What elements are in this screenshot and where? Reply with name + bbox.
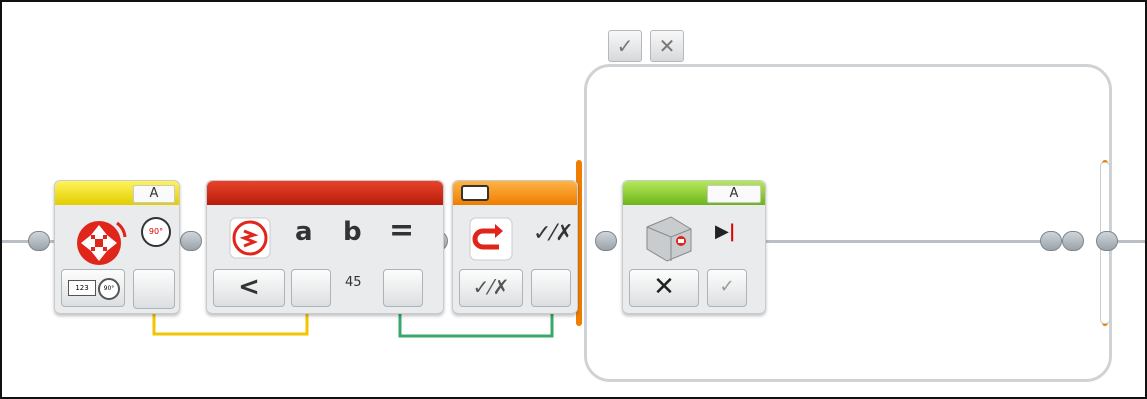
- close-icon: ✕: [658, 34, 676, 58]
- check-icon: ✓: [616, 34, 634, 58]
- input-a-label: a: [295, 217, 313, 247]
- logic-input-plug[interactable]: [531, 269, 571, 307]
- rotation-sensor-block[interactable]: A 90° 123 90°: [54, 180, 180, 314]
- switch-container[interactable]: [584, 64, 1112, 382]
- switch-true-tab[interactable]: ✓: [608, 30, 642, 62]
- compare-icon: [229, 217, 271, 259]
- rotation-sensor-icon: [77, 221, 127, 265]
- logic-output-plug[interactable]: ✓: [707, 269, 747, 307]
- sequence-connector[interactable]: [28, 231, 50, 251]
- numeric-data-wire: [398, 302, 554, 338]
- switch-false-tab[interactable]: ✕: [650, 30, 684, 62]
- result-output-label: ✓⁄✗: [533, 221, 574, 246]
- ruler-icon: 123: [68, 280, 96, 296]
- compare-type-button[interactable]: <: [213, 269, 285, 307]
- input-a-plug[interactable]: [291, 269, 331, 307]
- input-b-value[interactable]: 45: [345, 275, 362, 290]
- data-output-plug[interactable]: [133, 269, 175, 309]
- logic-data-wire: [152, 302, 309, 336]
- motor-block[interactable]: A ▶| ✕ ✓: [622, 180, 766, 314]
- sequence-connector[interactable]: [1062, 231, 1084, 251]
- input-b-label: b: [343, 217, 362, 247]
- mode-button[interactable]: ✓⁄✗: [459, 269, 523, 307]
- port-selector[interactable]: A: [133, 185, 175, 203]
- sequence-connector[interactable]: [1040, 231, 1062, 251]
- switch-left-accent: [576, 160, 582, 326]
- sequence-connector[interactable]: [180, 231, 202, 251]
- medium-motor-icon: [646, 216, 692, 262]
- port-selector[interactable]: A: [707, 185, 761, 203]
- result-label: =: [389, 213, 415, 248]
- sequence-connector[interactable]: [1096, 231, 1118, 251]
- compare-block[interactable]: a b = < 45: [206, 180, 444, 314]
- sequence-wire-right: [762, 240, 1052, 243]
- sequence-connector[interactable]: [595, 231, 617, 251]
- sequence-wire-end: [1112, 240, 1145, 243]
- result-output-plug[interactable]: [383, 269, 423, 307]
- degrees-indicator-icon: 90°: [141, 217, 171, 247]
- degree-gauge-icon: 90°: [98, 278, 120, 300]
- brake-icon: ▶|: [715, 221, 736, 242]
- block-header: [207, 181, 443, 205]
- measure-mode-button[interactable]: 123 90°: [61, 269, 125, 307]
- loop-interrupt-block[interactable]: ✓⁄✗ ✓⁄✗: [452, 180, 578, 314]
- loop-interrupt-icon: [469, 217, 513, 261]
- loop-name-icon: [461, 185, 489, 201]
- motor-mode-button[interactable]: ✕: [629, 269, 699, 307]
